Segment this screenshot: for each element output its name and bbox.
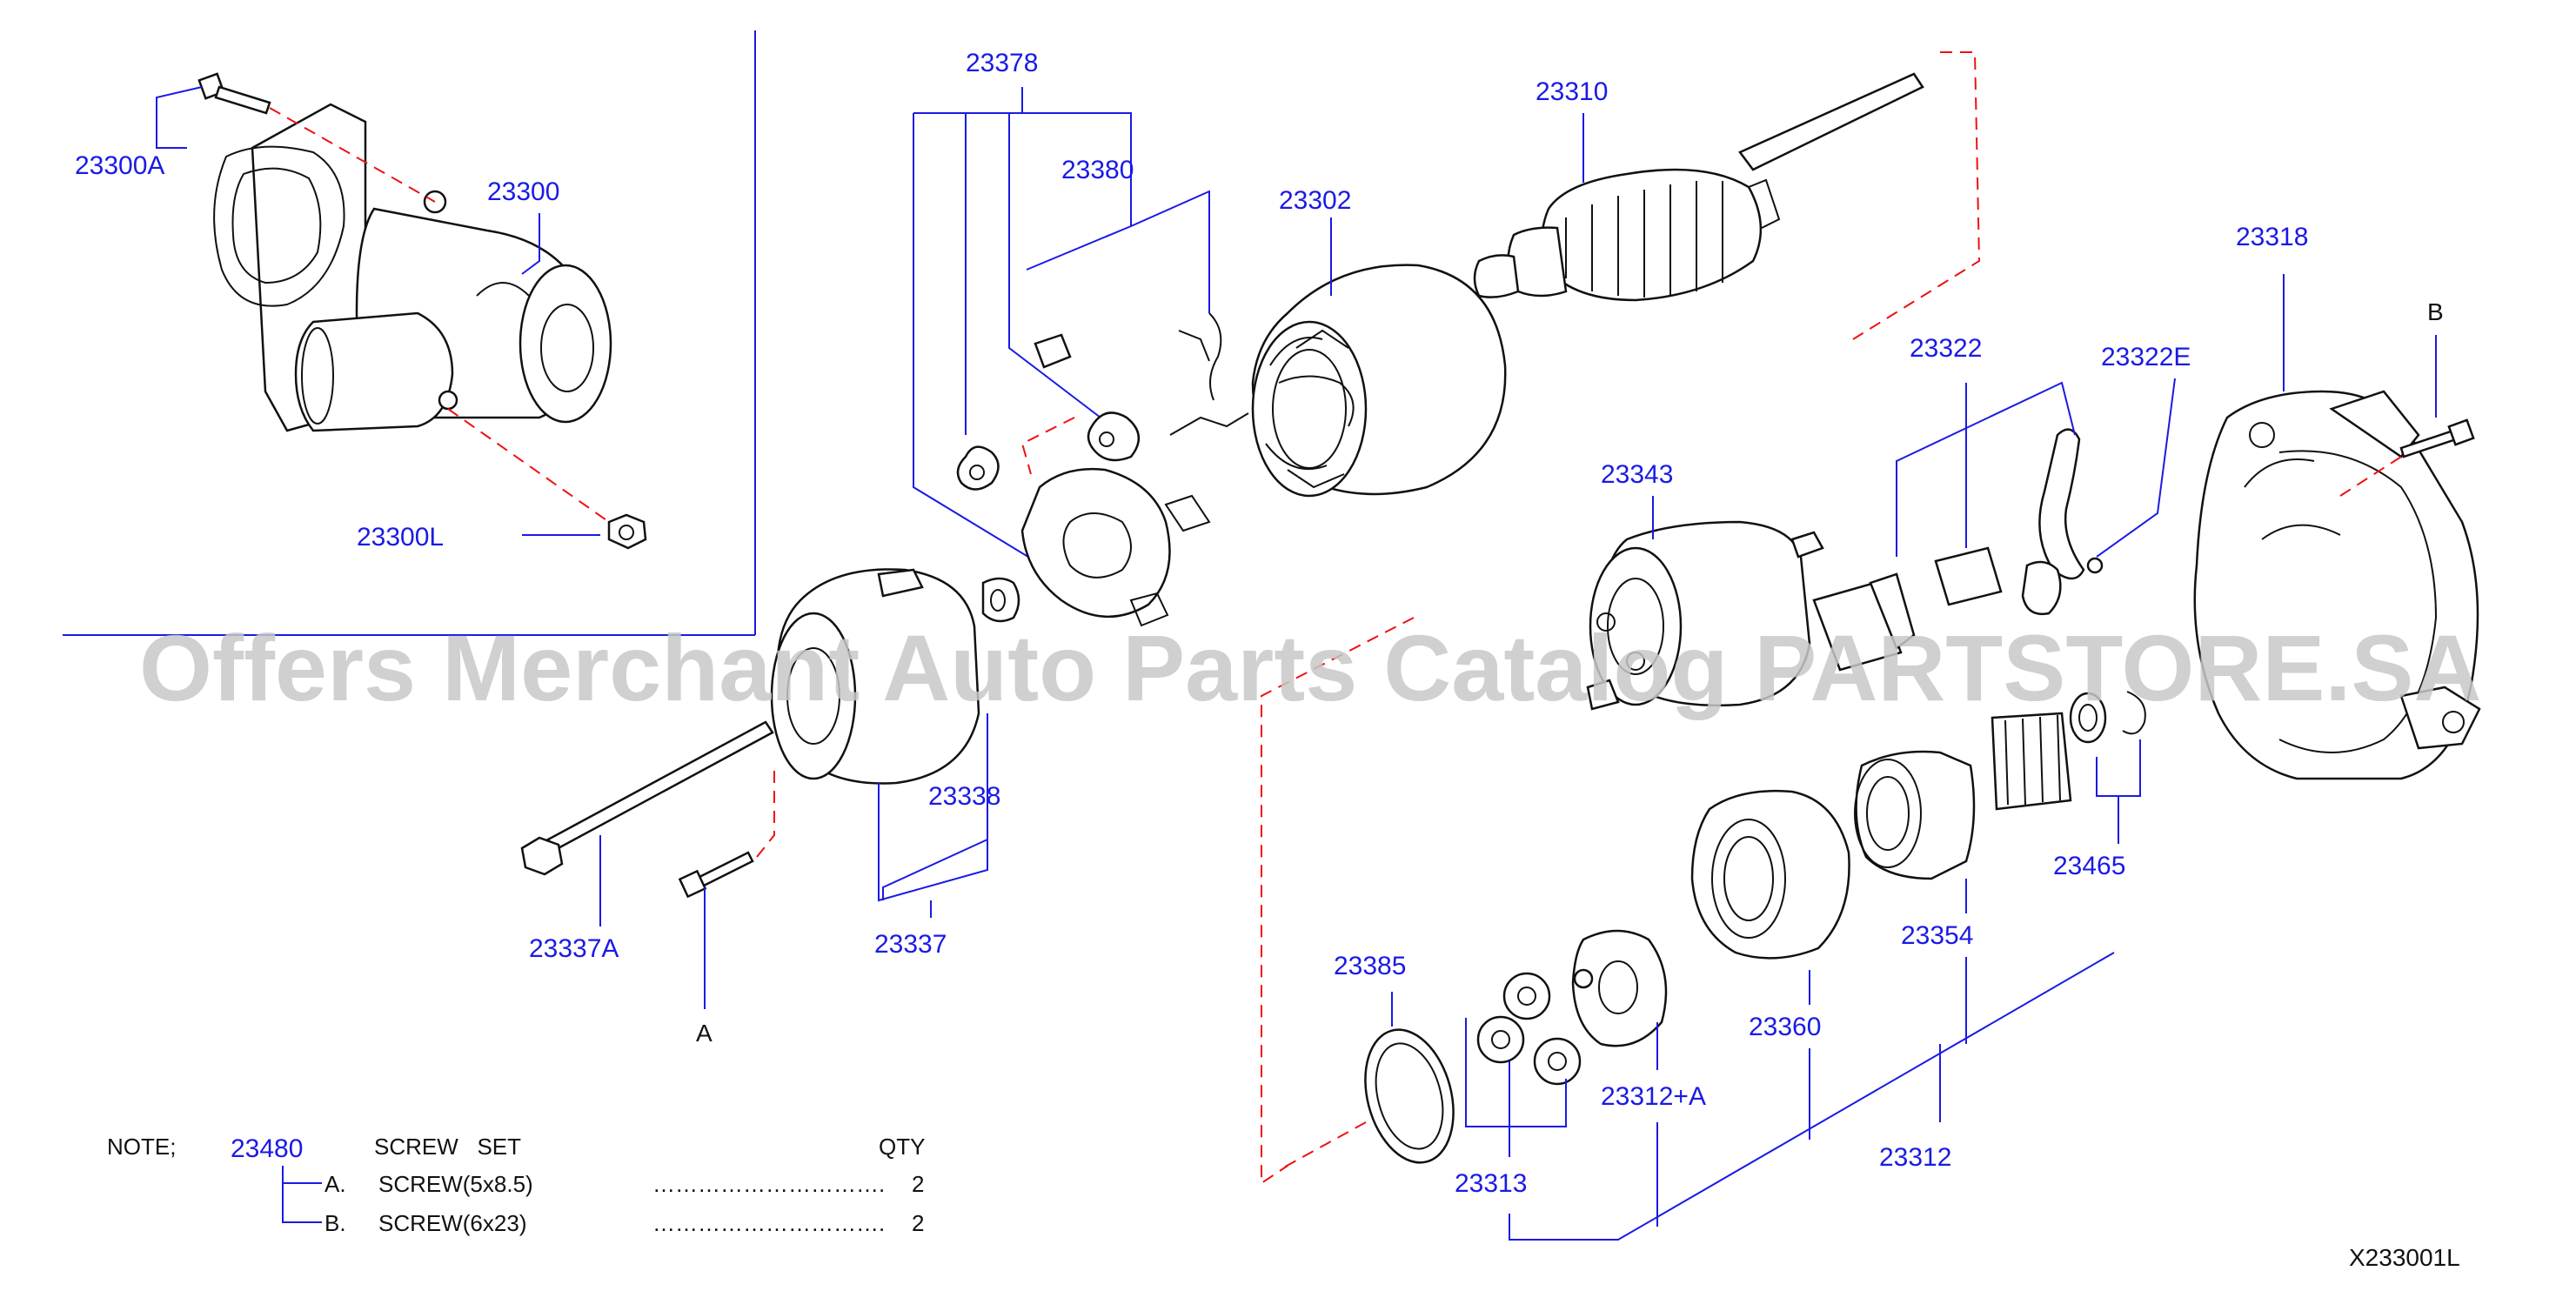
note-row-b-key: B. [325,1210,346,1236]
callout-23385: 23385 [1334,952,1406,980]
note-qty-header: QTY [879,1134,925,1160]
callout-23318: 23318 [2236,223,2308,251]
callout-23312A: 23312+A [1601,1082,1706,1111]
callout-23312: 23312 [1879,1143,1951,1172]
diagram-code: X233001L [2349,1244,2460,1271]
callout-23337: 23337 [874,930,947,959]
callout-23322: 23322 [1910,334,1982,363]
internal-gear-23360 [1690,789,1850,960]
note-block: NOTE; 23480 SCREW SET QTY A. SCREW(5x8.5… [107,1134,925,1236]
note-row-a-qty: 2 [912,1171,924,1197]
planet-carrier-23312A [1571,929,1668,1047]
callout-23300A: 23300A [75,151,164,180]
callout-23380: 23380 [1061,156,1134,184]
callout-23354: 23354 [1901,921,1973,950]
callout-23343: 23343 [1601,460,1673,489]
gears-23313 [1476,972,1582,1086]
through-bolt-23337A [520,720,774,876]
label-B-top: B [2427,298,2444,325]
callout-23378: 23378 [966,49,1038,77]
retainer-23465 [2069,691,2146,744]
housing-23318 [2193,390,2481,780]
callout-23300: 23300 [487,177,559,206]
pinion-23354 [1854,712,2072,880]
callout-23360: 23360 [1749,1013,1821,1041]
nut-23300L [607,513,647,550]
brush-parts-23378 [956,333,1211,627]
callout-23322E: 23322E [2101,343,2191,371]
rear-cover-23337 [770,568,1020,785]
watermark: Offers Merchant Auto Parts Catalog PARTS… [139,615,2481,720]
yoke-23302 [1169,264,1507,498]
armature-23310 [1473,72,1924,302]
callout-23337A: 23337A [529,934,619,963]
callout-23313: 23313 [1455,1169,1527,1198]
callout-23465: 23465 [2053,852,2125,880]
note-part-number: 23480 [231,1134,303,1163]
washer-23385 [1364,1028,1455,1164]
note-row-b-desc: SCREW(6x23) [378,1210,526,1236]
note-row-b-dots: …………………………. [652,1210,885,1236]
note-row-a-key: A. [325,1171,346,1197]
note-title: SCREW SET [374,1134,521,1160]
solenoid-23343 [1586,520,1824,711]
callout-23302: 23302 [1279,186,1351,215]
panel-divider [63,30,756,636]
note-row-a-desc: SCREW(5x8.5) [378,1171,533,1197]
callout-23300L: 23300L [357,523,444,552]
note-row-a-dots: …………………………. [652,1171,885,1197]
callout-23310: 23310 [1536,77,1608,106]
lever-23322 [1812,428,2104,672]
callout-23338: 23338 [928,782,1000,811]
bolt-B [2399,418,2475,458]
starter-assembly-23300 [197,72,647,550]
screw-A [678,851,754,899]
bolt-23300A [197,72,271,115]
note-row-b-qty: 2 [912,1210,924,1236]
label-A-bottom: A [696,1020,713,1047]
note-prefix: NOTE; [107,1134,176,1160]
